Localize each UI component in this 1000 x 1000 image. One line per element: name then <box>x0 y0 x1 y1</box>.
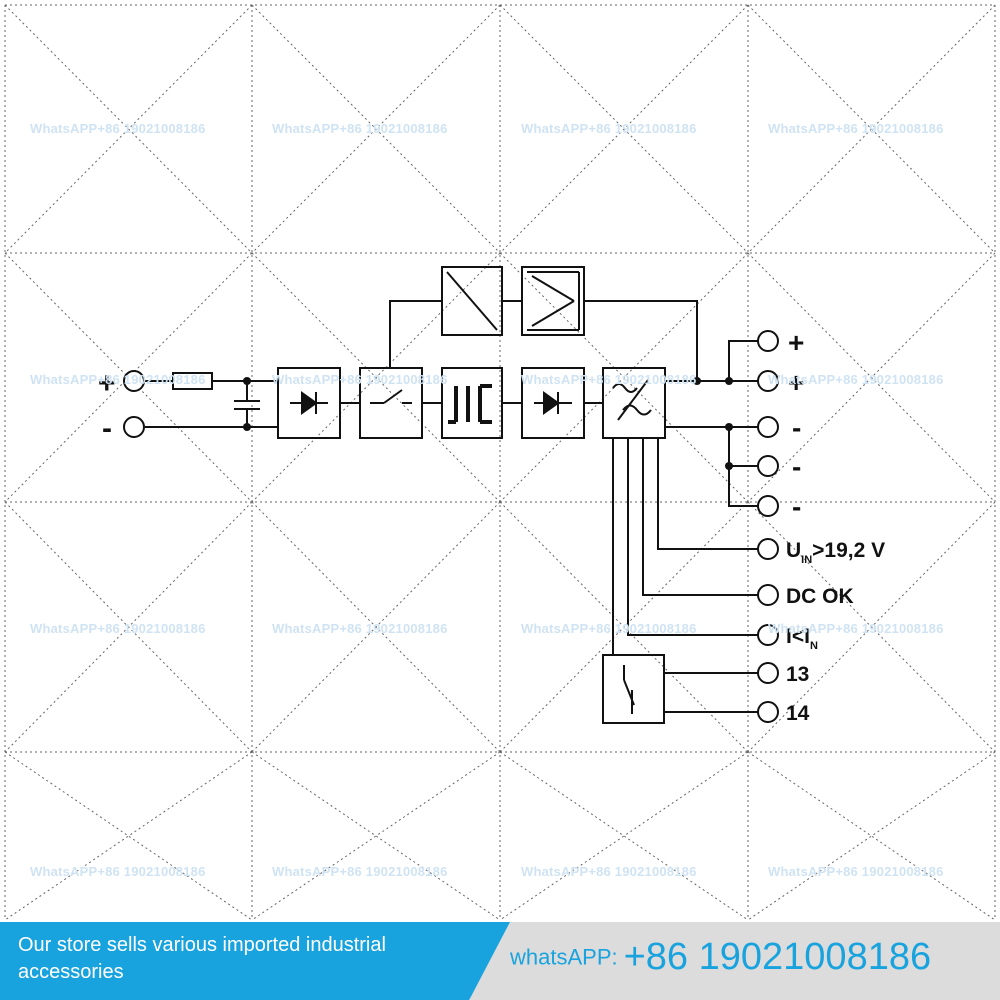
whatsapp-label: whatsAPP: <box>510 944 618 970</box>
capacitor-icon <box>234 400 260 410</box>
promo-banner: Our store sells various imported industr… <box>0 922 1000 1000</box>
watermark: WhatsAPP+86 19021008186 <box>30 121 206 136</box>
watermark: WhatsAPP+86 19021008186 <box>272 121 448 136</box>
junction-dots <box>243 377 733 470</box>
relay-14-label: 14 <box>786 702 810 725</box>
filter-icon <box>612 379 652 421</box>
uin-terminal <box>757 538 779 560</box>
banner-store-text: Our store sells various imported industr… <box>18 934 386 983</box>
feedback-wiring <box>389 300 698 381</box>
whatsapp-number: +86 19021008186 <box>623 936 932 978</box>
uin-label: UIN>19,2 V <box>786 539 885 566</box>
output-minus-label-3: - <box>792 491 801 522</box>
watermark: WhatsAPP+86 19021008186 <box>521 621 697 636</box>
transformer-icon <box>448 384 492 424</box>
signal-wiring <box>612 438 758 713</box>
relay-block <box>602 654 665 724</box>
watermark: WhatsAPP+86 19021008186 <box>30 621 206 636</box>
output-minus-terminal-3 <box>757 495 779 517</box>
dc-ok-label: DC OK <box>786 585 854 608</box>
output-wiring <box>665 340 758 507</box>
fuse-icon <box>172 372 213 390</box>
banner-whatsapp: whatsAPP:+86 19021008186 <box>510 936 931 979</box>
output-plus-terminal-2 <box>757 370 779 392</box>
input-minus-label: - <box>102 412 112 445</box>
diode-icon <box>534 391 572 415</box>
diode-icon <box>290 391 328 415</box>
watermark: WhatsAPP+86 19021008186 <box>768 621 944 636</box>
output-plus-label-2: + <box>788 367 804 398</box>
watermark: WhatsAPP+86 19021008186 <box>272 864 448 879</box>
watermark: WhatsAPP+86 19021008186 <box>521 864 697 879</box>
input-minus-terminal <box>123 416 145 438</box>
current-label: I<IN <box>786 625 818 652</box>
watermark: WhatsAPP+86 19021008186 <box>768 121 944 136</box>
dc-dc-converter-icon <box>446 271 498 331</box>
watermark: WhatsAPP+86 19021008186 <box>521 121 697 136</box>
pfc-icon <box>527 271 580 331</box>
watermark: WhatsAPP+86 19021008186 <box>768 372 944 387</box>
watermark: WhatsAPP+86 19021008186 <box>30 372 206 387</box>
pfc-block <box>521 266 585 336</box>
watermark: WhatsAPP+86 19021008186 <box>272 372 448 387</box>
relay-14-terminal <box>757 701 779 723</box>
filter-block <box>602 367 666 439</box>
watermark: WhatsAPP+86 19021008186 <box>521 372 697 387</box>
dc-ok-terminal <box>757 584 779 606</box>
dc-dc-converter-block <box>441 266 503 336</box>
watermark: WhatsAPP+86 19021008186 <box>30 864 206 879</box>
input-plus-terminal <box>123 370 145 392</box>
input-plus-label: + <box>98 367 116 400</box>
transformer-block <box>441 367 503 439</box>
switch-icon <box>370 389 412 404</box>
watermark: WhatsAPP+86 19021008186 <box>768 864 944 879</box>
background-grid <box>4 4 996 921</box>
output-plus-terminal-1 <box>757 330 779 352</box>
relay-13-terminal <box>757 662 779 684</box>
current-terminal <box>757 624 779 646</box>
relay-contact-icon <box>623 665 635 714</box>
output-minus-terminal-1 <box>757 416 779 438</box>
output-plus-label-1: + <box>788 327 804 358</box>
output-minus-terminal-2 <box>757 455 779 477</box>
banner-store-panel <box>0 922 510 1000</box>
output-minus-label-1: - <box>792 412 801 443</box>
watermark: WhatsAPP+86 19021008186 <box>272 621 448 636</box>
rectifier-block <box>277 367 341 439</box>
relay-13-label: 13 <box>786 663 809 686</box>
banner-contact-panel <box>470 922 1000 1000</box>
output-minus-label-2: - <box>792 451 801 482</box>
